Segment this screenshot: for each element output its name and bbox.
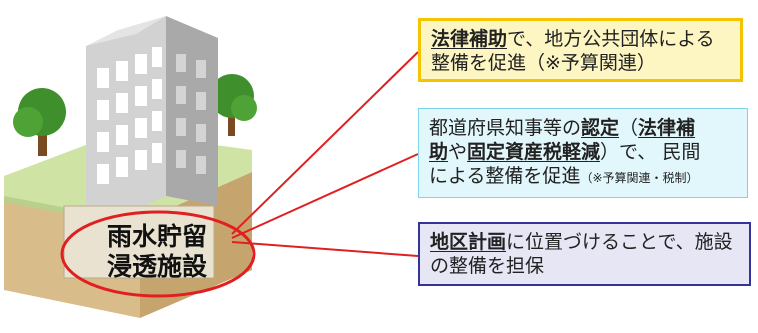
tree-left-icon [13,88,66,156]
connector-lines [231,51,419,257]
storage-tank [63,205,215,279]
legal-subsidy-box: 法律補助で、地方公共団体による 整備を促進（※予算関連） [418,18,743,82]
connector-district [231,241,419,257]
certification-box: 都道府県知事等の認定（法律補 助や固定資産税軽減）で、 民間 による整備を促進（… [418,108,748,198]
district-plan-box: 地区計画に位置づけることで、施設 の整備を担保 [418,222,751,286]
tree-right-icon [210,74,257,136]
connector-cert [231,153,419,239]
highlight-ellipse [60,210,256,298]
building-icon [86,16,218,232]
connector-legal [231,51,419,235]
facility-label: 雨水貯留 浸透施設 [106,222,207,281]
